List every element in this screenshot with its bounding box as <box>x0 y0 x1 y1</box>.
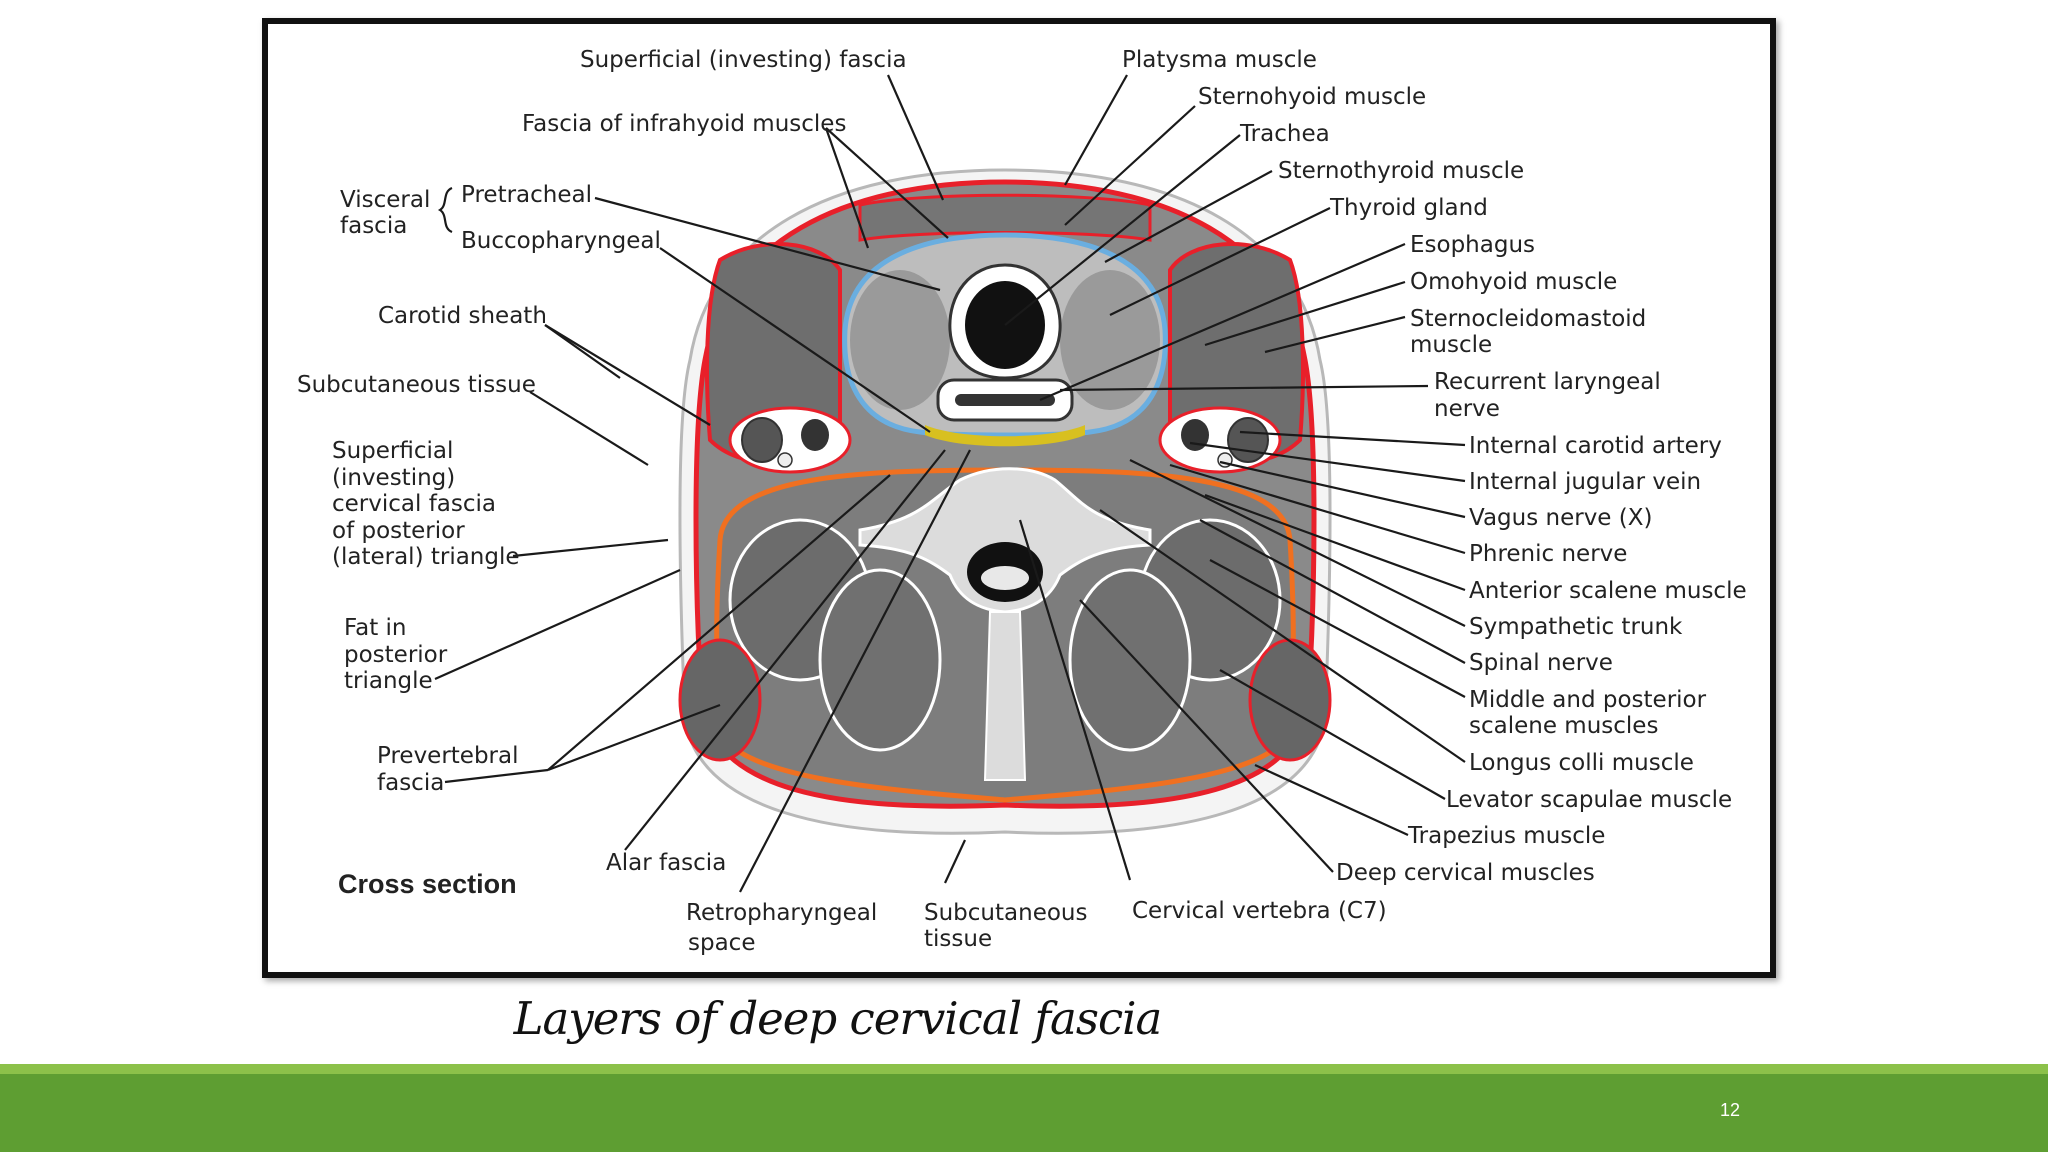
label-pretracheal: Pretracheal <box>461 182 592 208</box>
label-recurrent-laryngeal-line1: Recurrent laryngeal <box>1434 369 1661 395</box>
label-fat-triangle-line3: triangle <box>344 668 433 694</box>
label-anterior-scalene: Anterior scalene muscle <box>1469 578 1747 604</box>
neck-illustration <box>678 168 1332 835</box>
esophagus-lumen <box>955 394 1055 406</box>
label-levator-scapulae: Levator scapulae muscle <box>1446 787 1732 813</box>
label-recurrent-laryngeal-line2: nerve <box>1434 396 1500 422</box>
label-carotid-sheath: Carotid sheath <box>378 303 547 329</box>
label-prevertebral-line1: Prevertebral <box>377 743 519 769</box>
label-fat-triangle-line1: Fat in <box>344 615 407 641</box>
label-platysma: Platysma muscle <box>1122 47 1317 73</box>
section-title: Cross section <box>338 869 517 899</box>
label-phrenic-nerve: Phrenic nerve <box>1469 541 1627 567</box>
label-posterior-triangle-line2: (investing) <box>332 465 455 491</box>
label-visceral-fascia-line1: Visceral <box>340 187 430 213</box>
label-sternothyroid: Sternothyroid muscle <box>1278 158 1524 184</box>
spinous-process <box>983 611 1027 781</box>
label-spinal-nerve: Spinal nerve <box>1469 650 1613 676</box>
label-cervical-vertebra: Cervical vertebra (C7) <box>1132 898 1387 924</box>
label-subcutaneous-bottom-line2: tissue <box>924 926 992 952</box>
label-buccopharyngeal: Buccopharyngeal <box>461 228 661 254</box>
diagram-labels: Superficial (investing) fascia Fascia of… <box>297 47 1747 956</box>
footer-accent-stripe <box>0 1064 2048 1074</box>
footer-bar <box>0 1074 2048 1152</box>
label-retropharyngeal-line1: Retropharyngeal <box>686 900 877 926</box>
label-internal-carotid: Internal carotid artery <box>1469 433 1722 459</box>
label-scm-line1: Sternocleidomastoid <box>1410 306 1646 332</box>
label-retropharyngeal-line2: space <box>688 930 755 956</box>
page-number: 12 <box>1719 1100 1741 1120</box>
label-alar-fascia: Alar fascia <box>606 850 726 876</box>
carotid-sheath-left <box>728 406 852 474</box>
label-esophagus: Esophagus <box>1410 232 1535 258</box>
thyroid-left-lobe <box>850 270 950 410</box>
label-scm-line2: muscle <box>1410 332 1492 358</box>
label-scalene-line2: scalene muscles <box>1469 713 1658 739</box>
label-deep-cervical: Deep cervical muscles <box>1336 860 1595 886</box>
thyroid-right-lobe <box>1060 270 1160 410</box>
label-internal-jugular: Internal jugular vein <box>1469 469 1701 495</box>
spinal-cord <box>981 566 1029 590</box>
label-posterior-triangle-line1: Superficial <box>332 438 453 464</box>
label-thyroid-gland: Thyroid gland <box>1329 195 1488 221</box>
label-sternohyoid: Sternohyoid muscle <box>1198 84 1426 110</box>
label-vagus-nerve: Vagus nerve (X) <box>1469 505 1652 531</box>
strap-muscles <box>858 193 1152 242</box>
deep-muscle-right-2 <box>1068 568 1192 752</box>
label-superficial-investing-fascia: Superficial (investing) fascia <box>580 47 907 73</box>
carotid-sheath-right <box>1158 406 1282 474</box>
label-subcutaneous-bottom-line1: Subcutaneous <box>924 900 1087 926</box>
label-fascia-infrahyoid: Fascia of infrahyoid muscles <box>522 111 846 137</box>
label-omohyoid: Omohyoid muscle <box>1410 269 1617 295</box>
buccopharyngeal-fascia <box>925 425 1085 447</box>
slide-caption: Layers of deep cervical fascia <box>513 992 1163 1045</box>
label-posterior-triangle-line4: of posterior <box>332 518 465 544</box>
label-scalene-line1: Middle and posterior <box>1469 687 1707 713</box>
label-trapezius: Trapezius muscle <box>1407 823 1605 849</box>
label-posterior-triangle-line5: (lateral) triangle <box>332 544 520 570</box>
label-posterior-triangle-line3: cervical fascia <box>332 491 496 517</box>
label-prevertebral-line2: fascia <box>377 770 444 796</box>
label-visceral-fascia-line2: fascia <box>340 213 407 239</box>
trapezius-left <box>678 638 762 762</box>
label-trachea: Trachea <box>1239 121 1330 147</box>
trapezius-right <box>1248 638 1332 762</box>
deep-muscle-left-2 <box>818 568 942 752</box>
neck-cross-section-diagram: Superficial (investing) fascia Fascia of… <box>297 47 1747 956</box>
label-fat-triangle-line2: posterior <box>344 642 448 668</box>
label-sympathetic-trunk: Sympathetic trunk <box>1469 614 1683 640</box>
leader-lines <box>434 74 1466 893</box>
label-longus-colli: Longus colli muscle <box>1469 750 1694 776</box>
label-subcutaneous-tissue-left: Subcutaneous tissue <box>297 372 536 398</box>
